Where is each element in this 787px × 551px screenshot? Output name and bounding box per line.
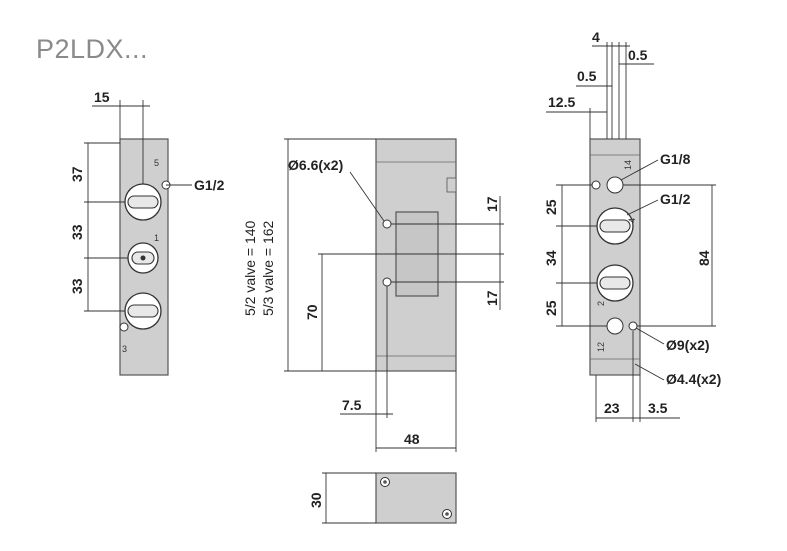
left-dim-37: 37	[69, 166, 85, 182]
left-mount-hole	[119, 322, 129, 332]
right-mount-hole-bottom	[628, 321, 638, 331]
middle-note-5-2: 5/2 valve = 140	[242, 220, 258, 316]
right-port-num-14: 14	[623, 160, 633, 170]
right-view: 14 4 2 12 4 0.5 0.5 12.5 25 34 25 84 G	[543, 29, 721, 422]
right-dim-0-5b: 0.5	[628, 47, 648, 63]
left-dim-33a: 33	[69, 224, 85, 240]
right-hole-9-label: Ø9(x2)	[666, 337, 710, 353]
middle-dim-17-bottom: 17	[484, 290, 500, 306]
right-dim-25b: 25	[543, 300, 559, 316]
bottom-view: 30	[308, 472, 457, 524]
middle-hole-label: Ø6.6(x2)	[288, 157, 343, 173]
right-port-num-2: 2	[596, 301, 606, 306]
right-port-label: G1/2	[660, 191, 691, 207]
right-mount-hole-top	[591, 180, 601, 190]
left-dim-width: 15	[94, 89, 110, 105]
right-pilot-label: G1/8	[660, 151, 691, 167]
right-port-2	[596, 264, 634, 302]
right-port-num-12: 12	[596, 342, 606, 352]
middle-note-5-3: 5/3 valve = 162	[260, 220, 276, 316]
left-port-num-3: 3	[122, 344, 127, 354]
right-dim-84: 84	[696, 250, 712, 266]
left-dim-33b: 33	[69, 278, 85, 294]
right-pilot-port-14	[606, 176, 624, 194]
middle-mount-hole-top	[382, 219, 392, 229]
right-dim-0-5a: 0.5	[577, 68, 597, 84]
middle-dim-17-top: 17	[484, 196, 500, 212]
middle-mount-hole-bottom	[382, 277, 392, 287]
right-valve-body	[589, 138, 641, 376]
right-port-num-4: 4	[627, 218, 637, 223]
right-dim-3-5: 3.5	[648, 400, 668, 416]
left-port-num-1: 1	[154, 233, 159, 243]
right-pilot-port-12	[606, 317, 624, 335]
right-dim-34: 34	[543, 250, 559, 266]
left-port-label: G1/2	[194, 177, 225, 193]
left-port-3	[124, 292, 162, 330]
bottom-dim-30: 30	[308, 492, 324, 508]
drawing-title: P2LDX...	[36, 34, 149, 64]
left-port-1	[127, 242, 159, 274]
middle-dim-7-5: 7.5	[342, 397, 362, 413]
right-dim-25a: 25	[543, 199, 559, 215]
left-port-num-5: 5	[154, 158, 159, 168]
right-port-4	[596, 207, 634, 245]
right-dim-23: 23	[604, 400, 620, 416]
left-view: 5 1 3 15 37 33 33 G1/2	[69, 89, 225, 376]
right-dim-12-5: 12.5	[548, 94, 575, 110]
left-port-5	[124, 183, 162, 221]
middle-dim-48: 48	[404, 431, 420, 447]
middle-view: Ø6.6(x2) 5/2 valve = 140 5/3 valve = 162…	[242, 138, 504, 452]
middle-dim-70: 70	[304, 304, 320, 320]
right-hole-4-4-label: Ø4.4(x2)	[666, 371, 721, 387]
right-dim-4: 4	[592, 29, 600, 45]
